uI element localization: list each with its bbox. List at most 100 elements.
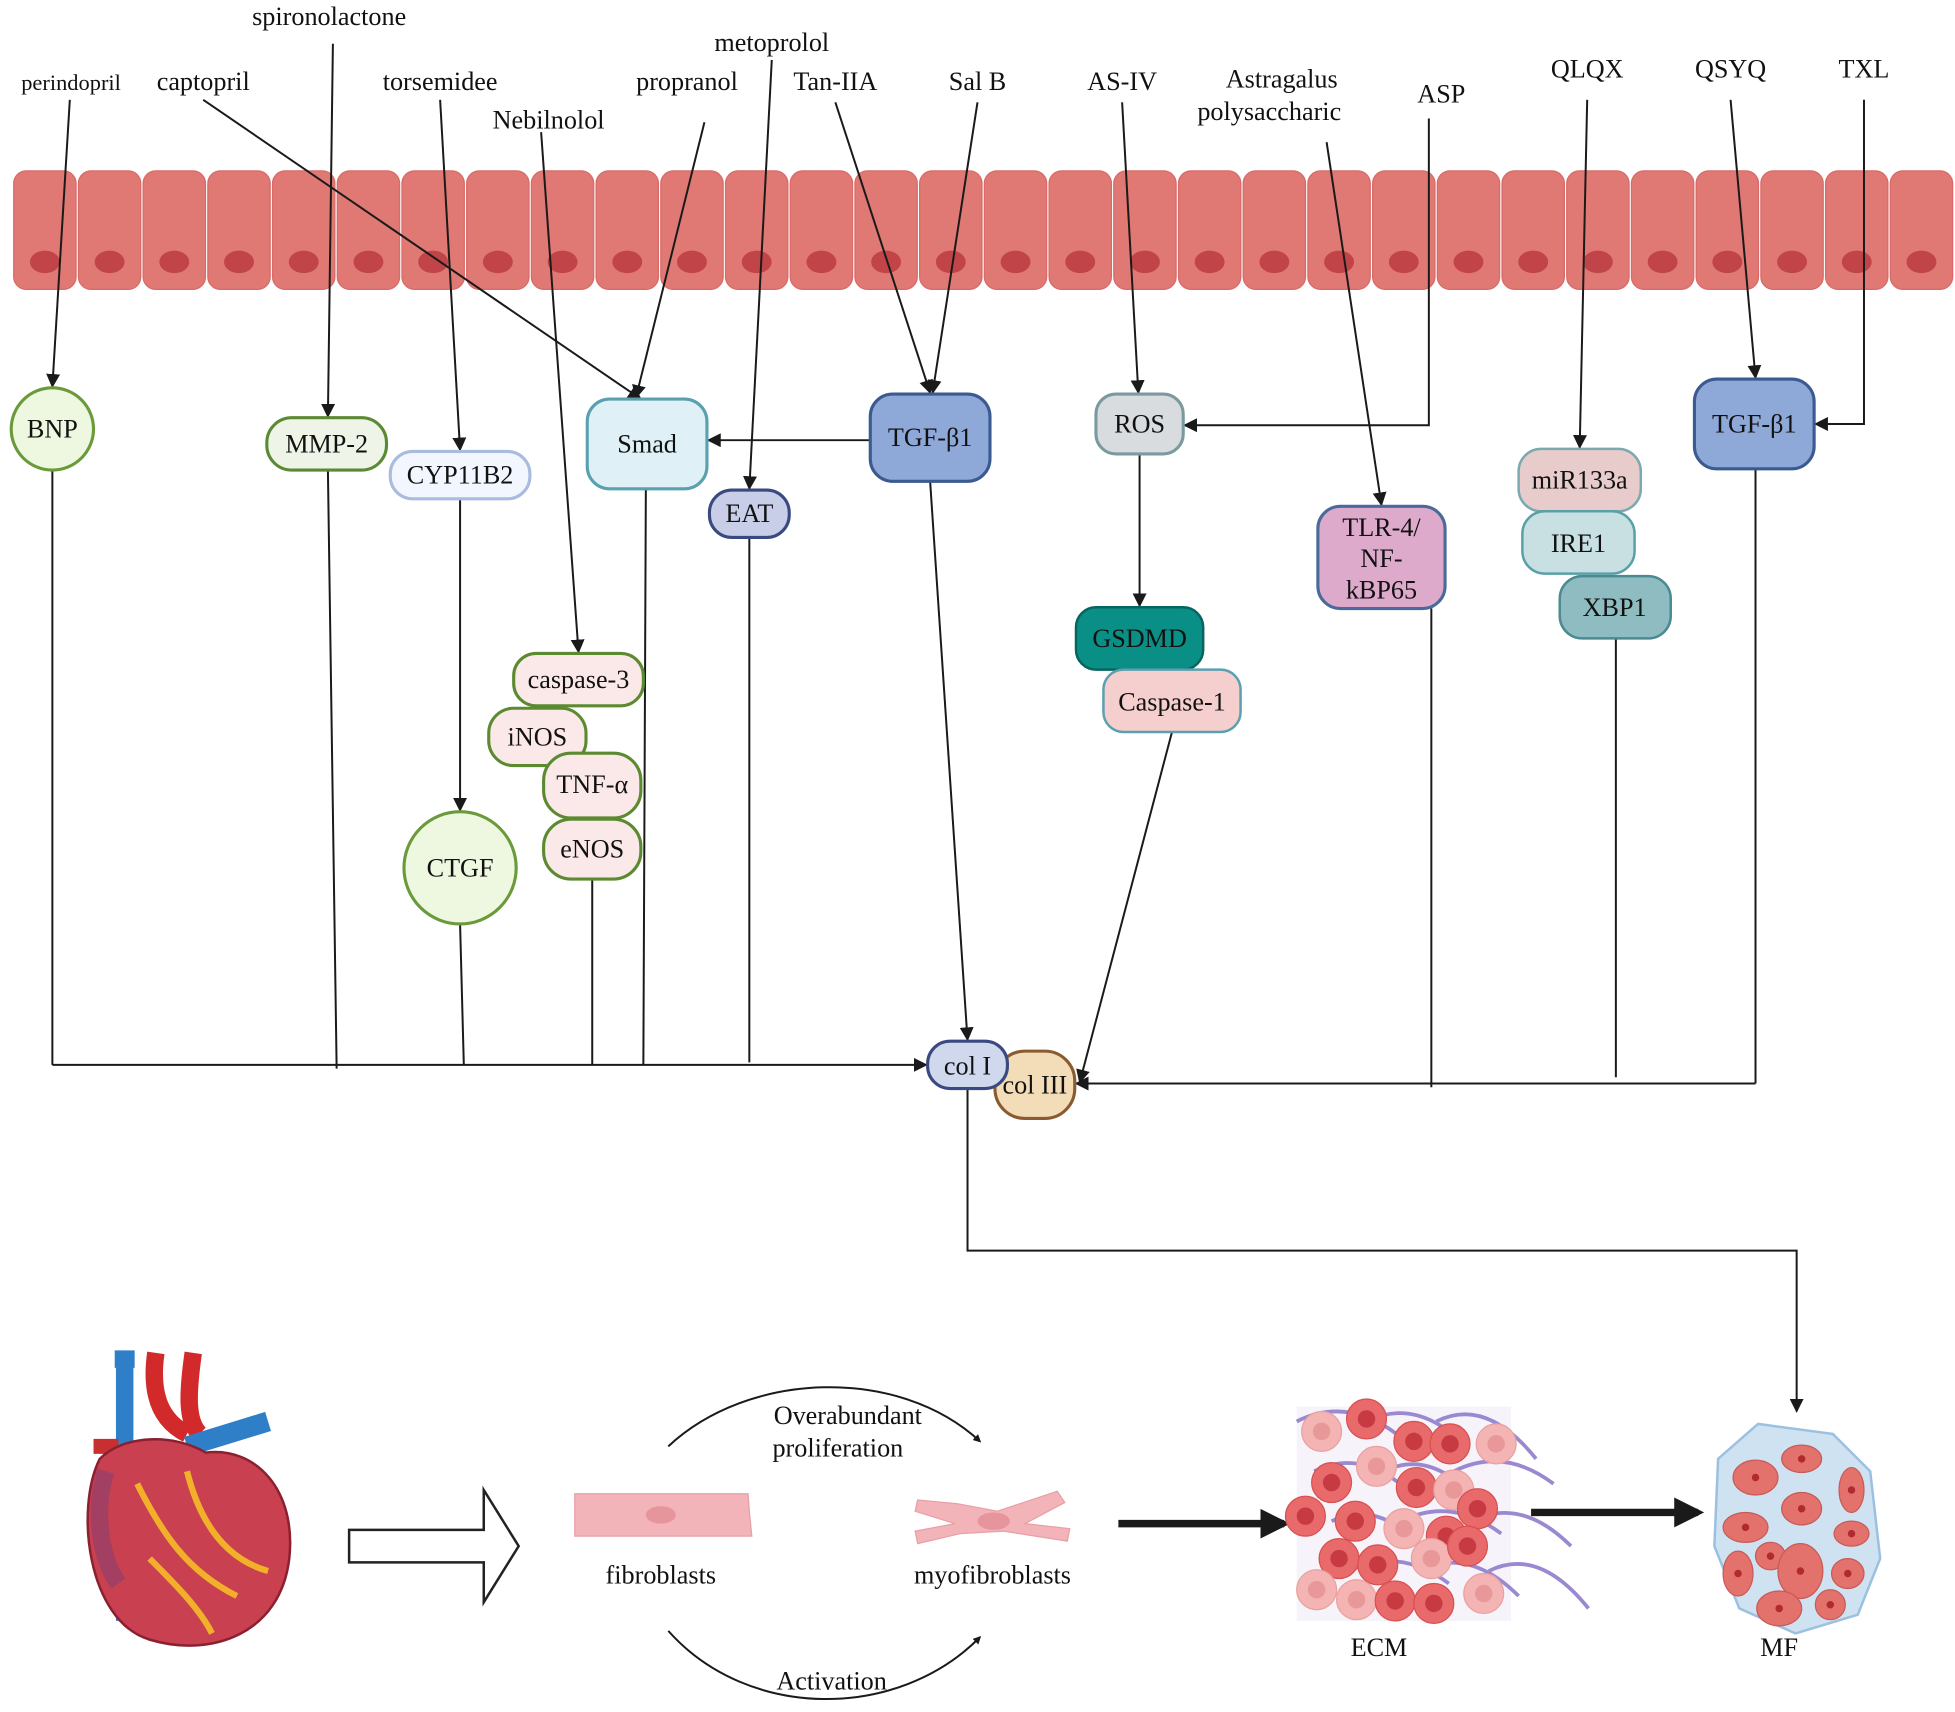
cell-nucleus — [677, 250, 707, 274]
cell-nucleus — [1388, 250, 1419, 274]
drug-tan-iia: Tan-IIA — [793, 67, 877, 96]
node-ire1: IRE1 — [1521, 510, 1636, 575]
drug-qsyq: QSYQ — [1695, 54, 1766, 83]
drug-qlqx: QLQX — [1551, 54, 1624, 83]
mf-cell-nucleus — [1826, 1600, 1835, 1609]
cell — [1630, 170, 1695, 290]
label-ecm: ECM — [1351, 1633, 1408, 1662]
ecm-cell-nucleus — [1346, 1512, 1365, 1530]
ecm-cell-nucleus — [1468, 1499, 1487, 1518]
cell-nucleus — [1712, 250, 1743, 274]
cell-nucleus — [418, 250, 449, 274]
cell-nucleus — [1518, 250, 1549, 274]
node-caspase3: caspase-3 — [512, 651, 645, 708]
node-col1: col I — [926, 1039, 1009, 1091]
node-col1-label: col I — [944, 1052, 991, 1081]
cell — [1177, 170, 1242, 290]
cell-nucleus — [1129, 250, 1160, 274]
cell — [1113, 170, 1177, 290]
drug-labels: perindopril captopril spironolactone tor… — [21, 2, 1889, 134]
node-caspase1: Caspase-1 — [1102, 668, 1242, 734]
cell — [1889, 170, 1954, 290]
collagen-fiber — [1487, 1562, 1590, 1610]
ecm-cell-nucleus — [1487, 1435, 1505, 1453]
label-myofibroblasts: myofibroblasts — [914, 1561, 1071, 1590]
mf-cell-nucleus — [1751, 1473, 1760, 1482]
drug-txl: TXL — [1839, 54, 1890, 83]
ecm-cell-nucleus — [1425, 1594, 1443, 1613]
drug-perindopril: perindopril — [21, 70, 121, 95]
node-tlr4-label-2: NF- — [1360, 544, 1402, 573]
cell — [1695, 170, 1760, 290]
arrow-caspase1-col3 — [1076, 731, 1173, 1084]
drug-as-iv: AS-IV — [1087, 67, 1157, 96]
node-mmp2: MMP-2 — [265, 416, 389, 472]
node-cyp11b2-label: CYP11B2 — [407, 461, 514, 490]
node-tgfb1-right: TGF-β1 — [1692, 377, 1816, 471]
cell — [207, 170, 271, 290]
drug-asp: ASP — [1417, 79, 1465, 108]
node-eat-label: EAT — [725, 499, 773, 528]
arrow-nebilnolol-caspase3 — [540, 132, 585, 654]
arrow-overabundant-proliferation — [667, 1386, 982, 1448]
arrow-spironolactone-mmp2 — [321, 43, 336, 418]
node-tgfb1-left: TGF-β1 — [868, 392, 992, 483]
cell-nucleus — [1841, 250, 1872, 274]
cell — [1048, 170, 1113, 290]
cell-nucleus — [1777, 250, 1808, 274]
cell — [789, 170, 854, 290]
node-tgfb1-left-label: TGF-β1 — [888, 423, 973, 452]
drug-astragalus-line2: polysaccharic — [1197, 97, 1341, 126]
label-proliferation: proliferation — [772, 1433, 903, 1462]
cell-nucleus — [94, 250, 125, 274]
mf-cell-nucleus — [1844, 1569, 1852, 1578]
arrow-txl-tgfb1 — [1813, 99, 1865, 431]
hollow-arrow-icon — [347, 1485, 521, 1607]
node-tgfb1-right-label: TGF-β1 — [1712, 409, 1797, 438]
ecm-icon — [1284, 1398, 1590, 1625]
node-ctgf: CTGF — [402, 810, 518, 926]
cell — [983, 170, 1048, 290]
cell — [724, 170, 789, 290]
node-enos-label: eNOS — [560, 835, 624, 864]
cell-nucleus — [612, 250, 643, 274]
line-smad-down — [642, 488, 647, 1065]
node-mir133a: miR133a — [1517, 447, 1643, 513]
arrow-qsyq-tgfb1 — [1729, 99, 1762, 380]
line-mmp2-down — [326, 470, 338, 1069]
mf-cell-nucleus — [1741, 1523, 1750, 1532]
arrow-asp-ros — [1183, 118, 1430, 433]
line-ctgf-down — [459, 923, 465, 1065]
cell — [1566, 170, 1630, 290]
arrow-metoprolol-eat — [743, 59, 773, 491]
connectors — [46, 43, 1865, 1413]
ecm-cell-nucleus — [1441, 1435, 1459, 1453]
mf-cell-nucleus — [1847, 1486, 1856, 1494]
arrow-col1-mf — [966, 1088, 1804, 1413]
mf-cell-nucleus — [1775, 1604, 1783, 1613]
cell-nucleus — [741, 250, 772, 274]
arrow-perindopril-bnp — [46, 99, 71, 388]
mf-cell-nucleus — [1797, 1504, 1806, 1513]
cell-nucleus — [288, 250, 319, 274]
fibroblast-icon — [574, 1493, 753, 1537]
ecm-cell-nucleus — [1445, 1481, 1463, 1499]
cell-nucleus — [1582, 250, 1613, 274]
cell-nucleus — [1065, 250, 1096, 274]
label-activation: Activation — [776, 1666, 886, 1695]
node-eat: EAT — [707, 488, 791, 539]
ecm-cell-nucleus — [1474, 1584, 1493, 1603]
ecm-cell-nucleus — [1347, 1590, 1366, 1609]
ecm-cell-nucleus — [1307, 1581, 1326, 1599]
arrow-asiv-ros — [1121, 102, 1145, 395]
ecm-cell-nucleus — [1386, 1592, 1404, 1610]
label-overabundant: Overabundant — [774, 1401, 923, 1430]
cell — [1501, 170, 1565, 290]
ecm-cell-nucleus — [1296, 1507, 1315, 1525]
cell-nucleus — [224, 250, 254, 274]
node-caspase3-label: caspase-3 — [528, 665, 630, 694]
cell-nucleus — [1000, 250, 1031, 274]
arrow-propranol-smad — [632, 122, 706, 400]
cell-nucleus — [1647, 250, 1678, 274]
cell-nucleus — [1194, 250, 1225, 274]
